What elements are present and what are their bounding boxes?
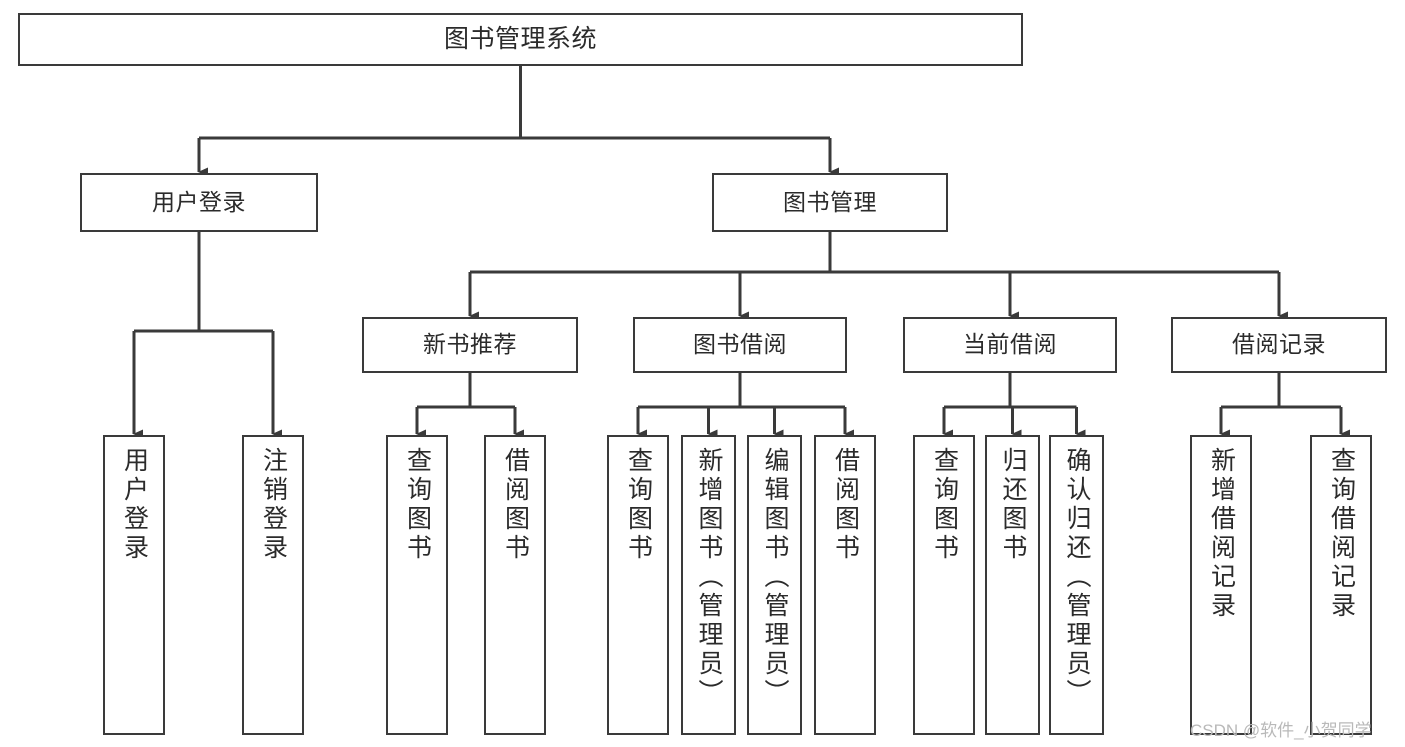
leaf-add-book-label: 新增图书（管理员） [695,447,723,708]
leaf-edit-book-label: 编辑图书（管理员） [761,447,789,708]
node-current-borrow[interactable]: 当前借阅 [903,317,1117,373]
node-current-borrow-label: 当前借阅 [963,331,1057,358]
leaf-user-login-label: 用户登录 [120,447,149,563]
leaf-return-book[interactable]: 归还图书 [985,435,1040,735]
leaf-query-book-borrow-label: 查询图书 [624,447,653,563]
node-book-management[interactable]: 图书管理 [712,173,948,232]
leaf-logout[interactable]: 注销登录 [242,435,304,735]
leaf-logout-label: 注销登录 [259,447,288,563]
leaf-confirm-return-label: 确认归还（管理员） [1063,447,1091,708]
leaf-borrow-book-recommend-label: 借阅图书 [501,447,530,563]
leaf-return-book-label: 归还图书 [999,447,1027,563]
node-borrow-records-label: 借阅记录 [1232,331,1326,358]
leaf-query-borrow-record-label: 查询借阅记录 [1327,447,1356,621]
leaf-query-book-borrow[interactable]: 查询图书 [607,435,669,735]
csdn-watermark: CSDN @软件_小贺同学 [1190,721,1372,740]
leaf-borrow-book[interactable]: 借阅图书 [814,435,876,735]
leaf-query-book-recommend[interactable]: 查询图书 [386,435,448,735]
leaf-edit-book[interactable]: 编辑图书（管理员） [747,435,802,735]
leaf-borrow-book-label: 借阅图书 [831,447,860,563]
leaf-add-book[interactable]: 新增图书（管理员） [681,435,736,735]
leaf-user-login[interactable]: 用户登录 [103,435,165,735]
node-root[interactable]: 图书管理系统 [18,13,1023,66]
node-new-book-recommend-label: 新书推荐 [423,331,517,358]
node-book-borrow-label: 图书借阅 [693,331,787,358]
leaf-borrow-book-recommend[interactable]: 借阅图书 [484,435,546,735]
leaf-add-borrow-record[interactable]: 新增借阅记录 [1190,435,1252,735]
node-book-management-label: 图书管理 [783,188,877,215]
leaf-query-book-current[interactable]: 查询图书 [913,435,975,735]
node-new-book-recommend[interactable]: 新书推荐 [362,317,578,373]
node-book-borrow[interactable]: 图书借阅 [633,317,847,373]
node-user-login[interactable]: 用户登录 [80,173,318,232]
node-root-label: 图书管理系统 [443,24,597,53]
leaf-query-book-current-label: 查询图书 [930,447,959,563]
node-user-login-label: 用户登录 [152,188,246,215]
leaf-confirm-return[interactable]: 确认归还（管理员） [1049,435,1104,735]
leaf-add-borrow-record-label: 新增借阅记录 [1207,447,1236,621]
node-borrow-records[interactable]: 借阅记录 [1171,317,1387,373]
leaf-query-book-recommend-label: 查询图书 [403,447,432,563]
leaf-query-borrow-record[interactable]: 查询借阅记录 [1310,435,1372,735]
